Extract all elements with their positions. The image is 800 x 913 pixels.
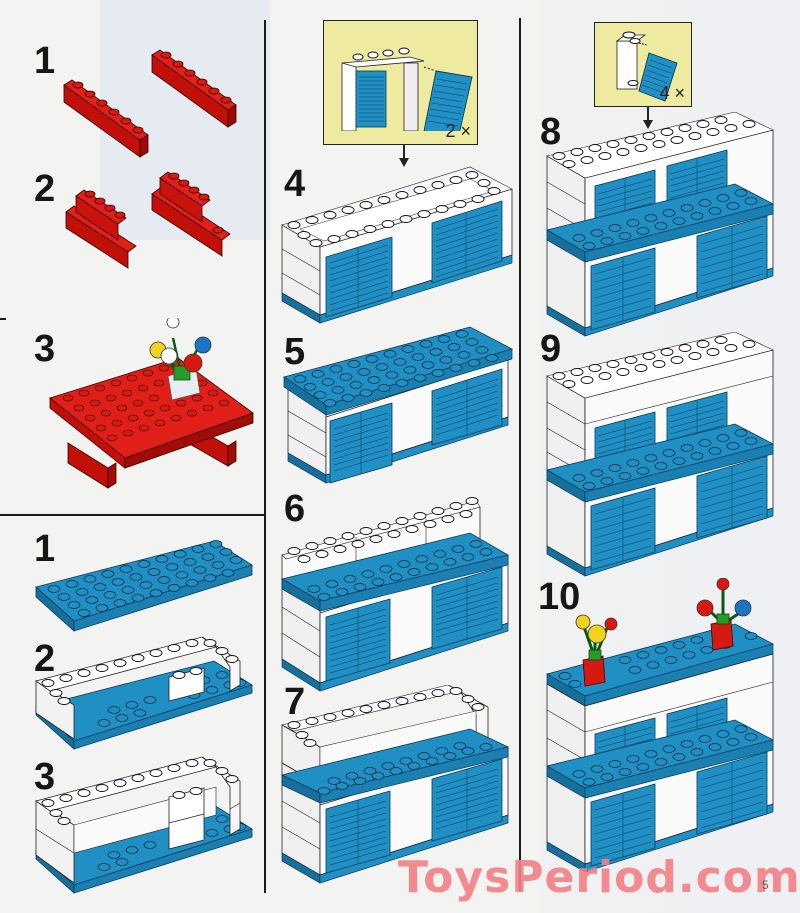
step-number-4: 4	[284, 163, 306, 205]
step-number-9: 9	[540, 328, 562, 370]
watermark-text: ToysPeriod.com	[398, 852, 800, 903]
quantity-label: 2 ×	[445, 121, 471, 141]
step-number-10: 10	[538, 576, 581, 618]
column-divider-right	[519, 18, 521, 891]
red-table-with-flowers-illustration	[49, 318, 254, 489]
column-divider-left	[264, 20, 266, 893]
building-step-4-illustration	[281, 166, 513, 324]
step-number-base-2: 2	[34, 638, 56, 680]
building-step-5-illustration	[283, 326, 514, 484]
building-step-6-illustration	[280, 497, 510, 692]
step-number-table-3: 3	[34, 328, 56, 370]
step-number-base-1: 1	[34, 528, 56, 570]
building-step-10-illustration	[545, 578, 775, 873]
page-number: 5	[762, 878, 769, 892]
window-frame-with-shutter-icon	[341, 47, 473, 131]
building-step-8-illustration	[545, 112, 775, 337]
step-number-8: 8	[540, 111, 562, 153]
red-brick-illustration	[63, 49, 237, 158]
edge-tick	[0, 318, 6, 320]
callout-window-parts: 2 ×	[323, 20, 478, 145]
step-number-table-1: 1	[34, 40, 56, 82]
white-wall-on-plate-illustration	[35, 636, 253, 750]
step-number-7: 7	[284, 681, 306, 723]
step-number-table-2: 2	[34, 168, 56, 210]
red-leg-brick-illustration	[65, 171, 231, 269]
callout-shutter-parts: 4 ×	[594, 22, 692, 107]
down-arrow-icon	[643, 107, 653, 129]
section-divider-left	[0, 514, 265, 516]
second-white-layer-illustration	[35, 756, 253, 894]
building-step-9-illustration	[545, 332, 775, 577]
step-number-base-3: 3	[34, 756, 56, 798]
white-brick-with-shutter-icon	[615, 31, 678, 102]
quantity-label: 4 ×	[659, 83, 685, 103]
step-number-6: 6	[284, 488, 306, 530]
down-arrow-icon	[399, 145, 409, 167]
building-step-7-illustration	[280, 685, 510, 884]
step-number-5: 5	[284, 331, 306, 373]
blue-plate-illustration	[35, 540, 253, 632]
